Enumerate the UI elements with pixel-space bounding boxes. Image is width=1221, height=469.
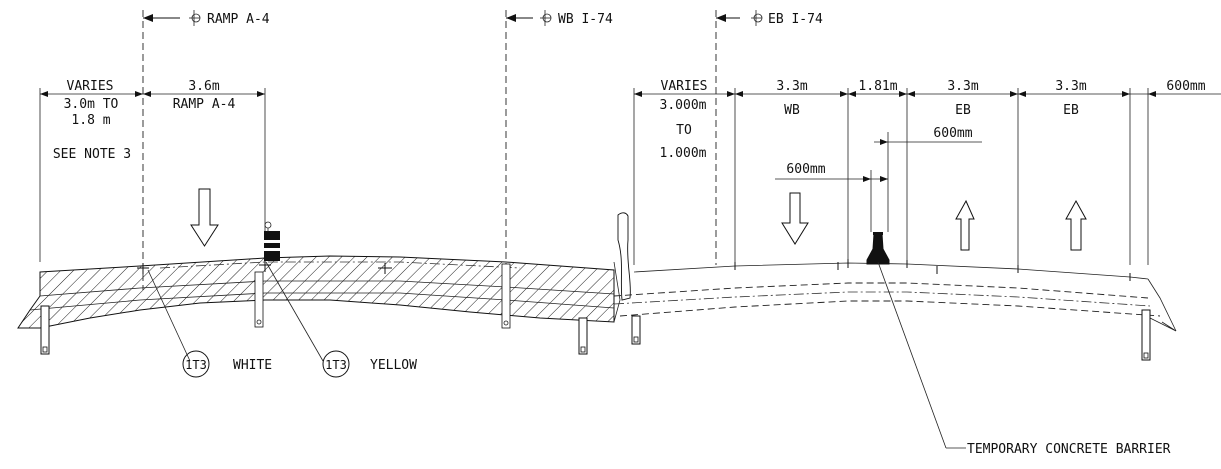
ramp-dimensions: VARIES 3.0m TO 1.8 m SEE NOTE 3 3.6m RAM… [39,79,266,262]
drum-barrel-icon [264,221,280,261]
ramp-lane-width: 3.6m [188,79,219,94]
callout-marking-white: 1T3 WHITE [147,269,272,378]
ramp-wb-post [501,263,511,329]
ramp-shoulder-range-2: 1.8 m [71,113,110,128]
ramp-note: SEE NOTE 3 [53,147,131,162]
centerline-wb-label: WB I-74 [558,12,613,27]
median-width: 1.81m [858,79,897,94]
mainline-right-post [1141,309,1151,361]
centerline-ramp-label: RAMP A-4 [207,12,270,27]
eb-lane1-width: 3.3m [947,79,978,94]
eb-lane1-name: EB [955,103,971,118]
mainline-left-post [631,315,641,345]
mainline-shoulder-width: VARIES [661,79,708,94]
centerline-ramp: RAMP A-4 [142,10,270,290]
barrier-offset-right: 600mm [933,126,972,141]
wb-lane-width: 3.3m [776,79,807,94]
mainline-dimensions: VARIES 3.000m TO 1.000m 3.3m WB 1.81m 3.… [633,79,1221,265]
centerline-symbol-icon [189,10,201,26]
wb-lane-name: WB [784,103,800,118]
mainline-shoulder-range-2: TO [676,123,692,138]
centerline-eb-label: EB I-74 [768,12,823,27]
marking-yellow-code: 1T3 [325,358,347,372]
concrete-barrier-icon [866,232,890,265]
ramp-pavement-section [17,212,631,355]
mainline-pavement-section [613,232,1177,361]
traffic-arrow-down-icon [781,192,809,245]
centerline-symbol-icon [751,10,763,26]
barrier-offset-right-dim: 600mm [874,126,982,232]
marking-white-code: 1T3 [185,358,207,372]
barrier-label: TEMPORARY CONCRETE BARRIER [967,442,1171,457]
ramp-right-post [578,317,588,355]
eb-lane2-name: EB [1063,103,1079,118]
ramp-lane-name: RAMP A-4 [173,97,236,112]
ramp-shoulder-range-1: 3.0m TO [64,97,119,112]
ramp-shoulder-width: VARIES [67,79,114,94]
callout-temporary-barrier: TEMPORARY CONCRETE BARRIER [877,261,1171,457]
centerline-wb: WB I-74 [505,10,613,280]
mainline-shoulder-range-1: 3.000m [660,98,707,113]
barrier-offset-left: 600mm [786,162,825,177]
callout-marking-yellow: 1T3 YELLOW [265,261,417,378]
ramp-left-post [40,305,50,355]
traffic-arrow-up-icon [1065,199,1087,251]
right-offset: 600mm [1166,79,1205,94]
marking-white-label: WHITE [233,358,272,373]
traffic-arrow-down-icon [190,188,219,247]
eb-lane2-width: 3.3m [1055,79,1086,94]
ramp-mid-post [254,271,264,328]
mainline-shoulder-range-3: 1.000m [660,146,707,161]
centerline-symbol-icon [540,10,552,26]
traffic-arrow-up-icon [955,199,975,251]
barrier-offset-left-dim: 600mm [775,162,888,232]
centerline-eb: EB I-74 [715,10,823,265]
marking-yellow-label: YELLOW [370,358,417,373]
